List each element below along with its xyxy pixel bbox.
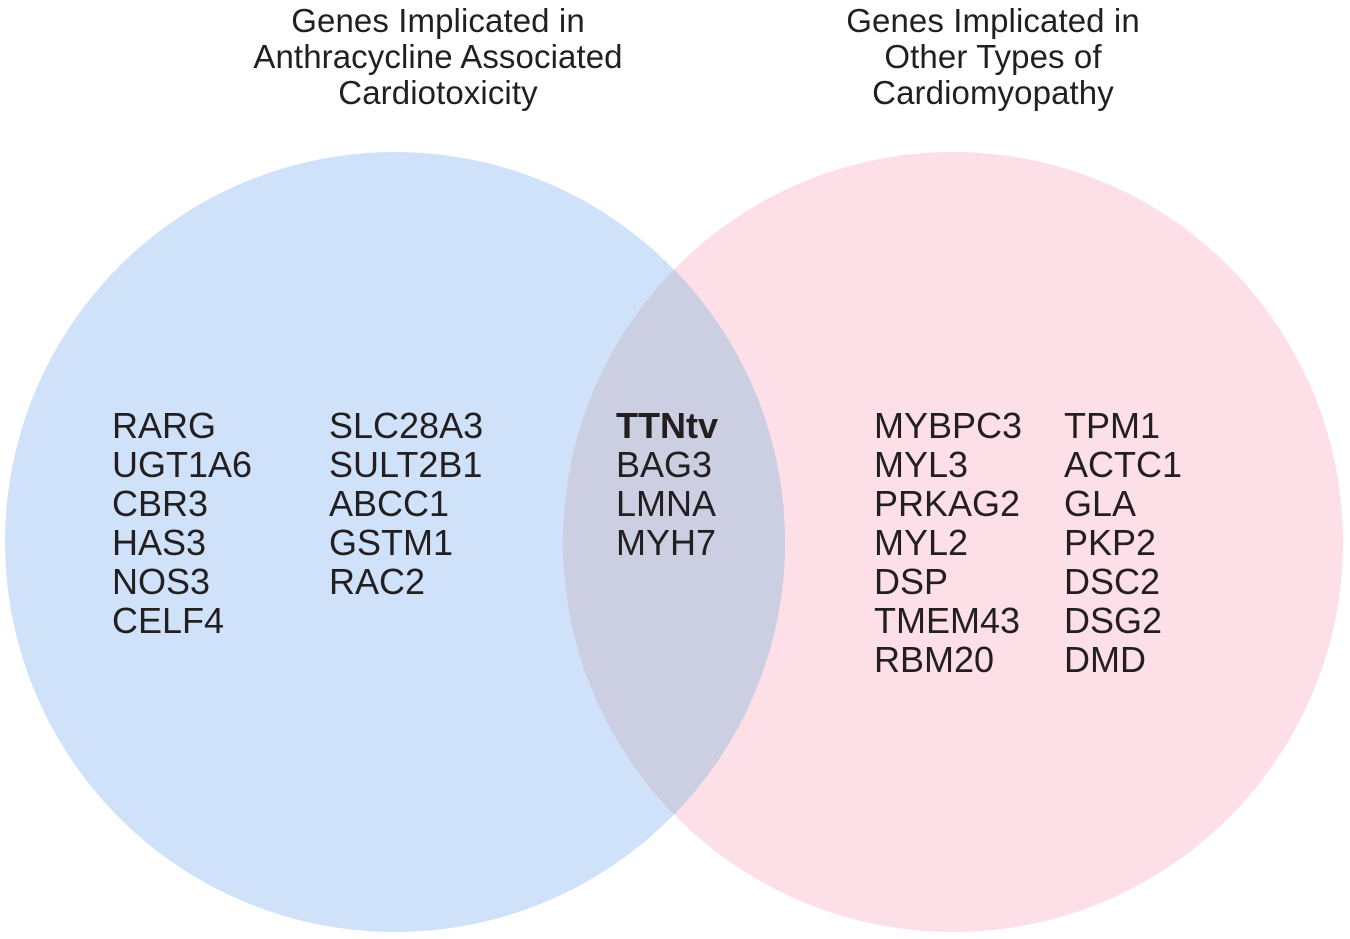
gene-label: DSP	[874, 561, 949, 602]
gene-label: CBR3	[112, 483, 209, 524]
gene-label: MYBPC3	[874, 405, 1023, 446]
gene-label: RAC2	[329, 561, 426, 602]
gene-label: MYL3	[874, 444, 969, 485]
gene-label-ttntv: TTNtv	[616, 405, 718, 446]
left-gene-column-1: RARG UGT1A6 CBR3 HAS3 NOS3 CELF4	[112, 406, 252, 640]
gene-label: BAG3	[616, 444, 713, 485]
left-set-circle	[5, 152, 785, 932]
gene-label: SULT2B1	[329, 444, 483, 485]
gene-label: UGT1A6	[112, 444, 253, 485]
gene-label: TMEM43	[874, 600, 1021, 641]
gene-label: GLA	[1064, 483, 1137, 524]
right-set-title: Genes Implicated in Other Types of Cardi…	[846, 2, 1140, 111]
gene-label: SLC28A3	[329, 405, 484, 446]
gene-label: RARG	[112, 405, 217, 446]
right-gene-column-1: MYBPC3 MYL3 PRKAG2 MYL2 DSP TMEM43 RBM20	[874, 406, 1022, 679]
intersection-gene-column: TTNtv BAG3 LMNA MYH7	[616, 406, 718, 562]
gene-label: ABCC1	[329, 483, 450, 524]
left-gene-column-2: SLC28A3 SULT2B1 ABCC1 GSTM1 RAC2	[329, 406, 483, 601]
gene-label: RBM20	[874, 639, 995, 680]
gene-label: MYL2	[874, 522, 969, 563]
gene-label: HAS3	[112, 522, 207, 563]
gene-label: PRKAG2	[874, 483, 1021, 524]
right-gene-column-2: TPM1 ACTC1 GLA PKP2 DSC2 DSG2 DMD	[1064, 406, 1182, 679]
gene-label: TPM1	[1064, 405, 1161, 446]
gene-label: DSG2	[1064, 600, 1163, 641]
gene-label: NOS3	[112, 561, 211, 602]
left-set-title: Genes Implicated in Anthracycline Associ…	[253, 2, 623, 111]
gene-label: MYH7	[616, 522, 717, 563]
gene-label: GSTM1	[329, 522, 454, 563]
right-set-circle	[563, 152, 1343, 932]
gene-label: LMNA	[616, 483, 717, 524]
gene-label: CELF4	[112, 600, 225, 641]
gene-label: PKP2	[1064, 522, 1157, 563]
gene-label: DMD	[1064, 639, 1146, 680]
gene-label: ACTC1	[1064, 444, 1183, 485]
gene-label: DSC2	[1064, 561, 1161, 602]
